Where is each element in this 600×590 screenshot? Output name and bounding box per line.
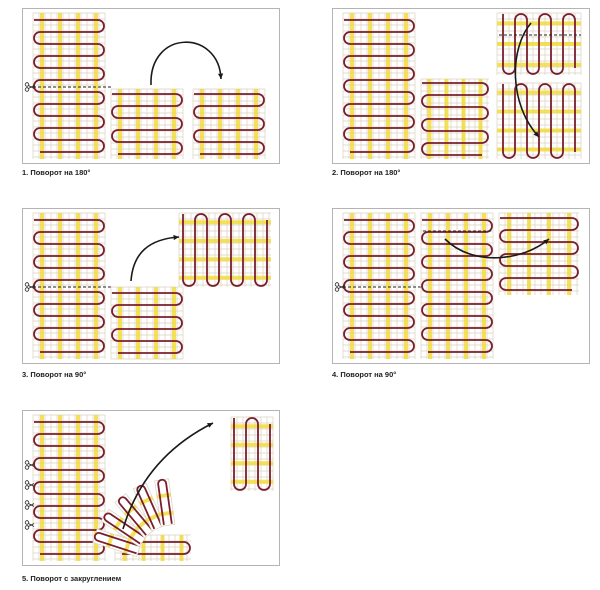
diagram-3	[22, 208, 280, 364]
diagram-5-scissors-icon	[24, 480, 35, 490]
diagram-2-mat-left	[342, 12, 416, 159]
diagram-5-scissors-icon	[24, 520, 35, 530]
diagram-4-drawing	[334, 212, 579, 359]
diagram-5-fan-loops	[92, 478, 176, 557]
diagram-5-mat-top-right	[230, 416, 274, 491]
diagram-1-turn-arrow	[150, 41, 222, 86]
diagram-1-drawing	[24, 12, 266, 159]
diagram-4-scissors-icon	[334, 282, 345, 292]
diagram-1-mat-right	[192, 88, 266, 159]
diagram-1-caption: 1. Поворот на 180°	[22, 168, 91, 177]
diagram-5-mat-left	[32, 414, 106, 561]
diagram-1-scissors-icon	[24, 82, 35, 92]
diagram-1	[22, 8, 280, 164]
diagram-4-mat-middle	[420, 212, 494, 359]
diagram-2	[332, 8, 590, 164]
diagram-2-mat-middle	[420, 78, 489, 159]
diagram-2-turn-arrow	[514, 22, 540, 138]
diagram-2-mat-top-right	[496, 12, 582, 75]
diagram-5-caption: 5. Поворот с закруглением	[22, 574, 122, 583]
diagram-5-scissors-icon	[24, 460, 35, 470]
diagram-1-mat-middle	[110, 88, 184, 159]
diagram-3-mat-middle	[110, 286, 184, 360]
diagram-3-mat-right	[178, 212, 271, 287]
diagram-5-turn-arrow	[122, 422, 214, 530]
diagram-2-drawing	[342, 12, 582, 159]
diagram-5-drawing	[24, 414, 274, 561]
diagram-4-caption: 4. Поворот на 90°	[332, 370, 397, 379]
diagram-2-caption: 2. Поворот на 180°	[332, 168, 401, 177]
diagram-3-scissors-icon	[24, 282, 35, 292]
diagram-4-turn-arrow	[444, 238, 550, 259]
diagram-4	[332, 208, 590, 364]
diagram-5	[22, 410, 280, 566]
diagram-4-mat-right	[498, 212, 579, 295]
diagram-2-mat-bottom-right	[496, 82, 582, 159]
diagram-1-mat-left	[32, 12, 111, 159]
diagram-3-mat-left	[32, 212, 111, 359]
diagram-3-turn-arrow	[130, 236, 180, 282]
diagram-3-drawing	[24, 212, 271, 360]
diagram-5-scissors-icon	[24, 500, 35, 510]
diagram-4-mat-left	[342, 212, 421, 359]
diagram-3-caption: 3. Поворот на 90°	[22, 370, 87, 379]
